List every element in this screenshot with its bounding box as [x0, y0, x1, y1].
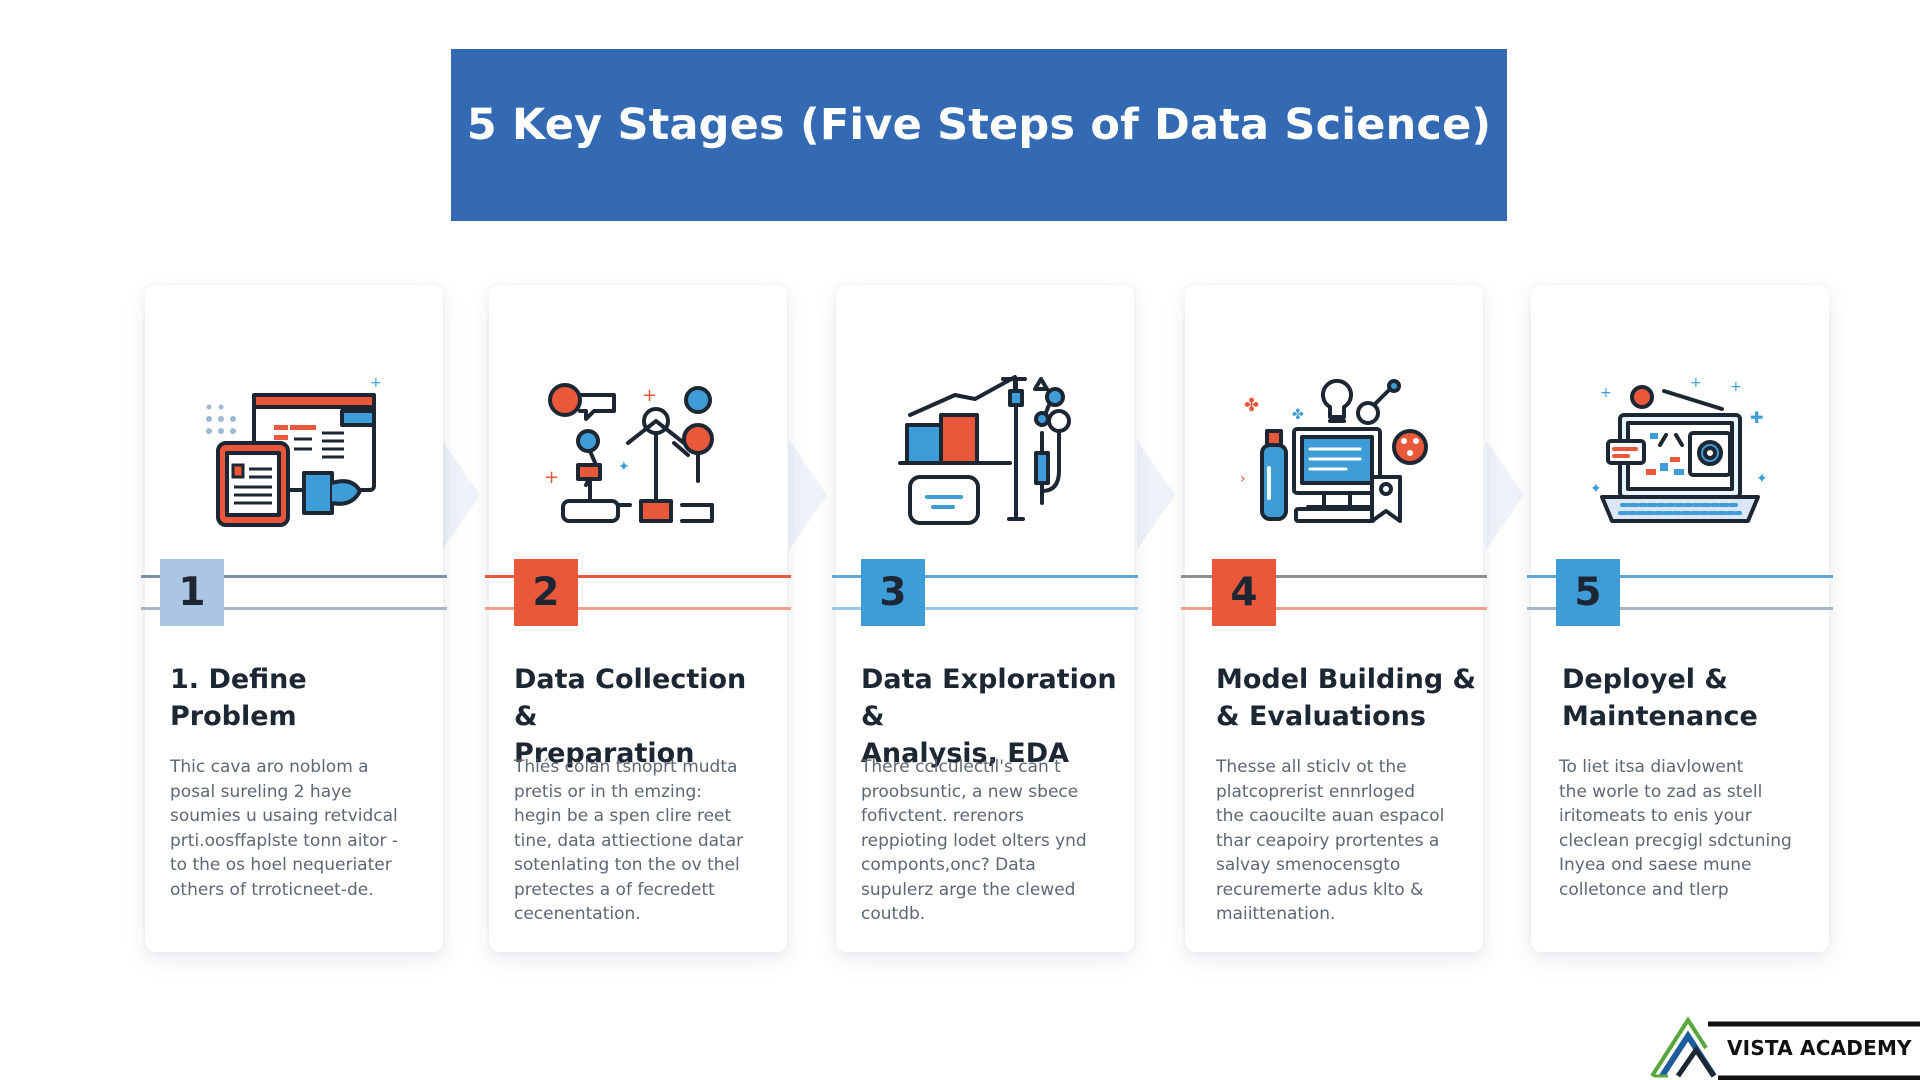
connector-arrow-2 — [789, 440, 827, 550]
stage-band — [832, 573, 1138, 613]
stage-description: There cclculectil's can t proobsuntic, a… — [861, 757, 1087, 924]
svg-text:+: + — [1730, 379, 1742, 395]
svg-text:✦: ✦ — [618, 459, 630, 475]
logo-text: VISTA ACADEMY — [1727, 1036, 1912, 1060]
stage-number-badge: 5 — [1556, 559, 1620, 626]
stage-title: Deployel & Maintenance — [1562, 664, 1758, 732]
stage-description: Thiés colan tsnoprt mudta pretis or in t… — [514, 757, 744, 924]
stage-band — [141, 573, 447, 613]
laptop-deploy-icon: + + + ✚ ✦ ✦ — [1590, 375, 1768, 523]
vista-academy-logo — [1650, 1016, 1920, 1080]
stage-card-3: 3 Data Exploration & Analysis, EDA There… — [832, 285, 1138, 952]
stage-number-badge: 1 — [160, 559, 224, 626]
svg-text:✦: ✦ — [1756, 471, 1768, 487]
stage-title: 1. Define Problem — [170, 664, 307, 732]
stage-description: To liet itsa diavlowent the worle to zad… — [1559, 757, 1792, 900]
svg-text:+: + — [1600, 385, 1612, 401]
connector-arrow-3 — [1137, 440, 1175, 550]
svg-text:+: + — [544, 467, 559, 488]
stage-card-4: ✤ ✤ › 4 Model Building & & Evaluations T… — [1181, 285, 1487, 952]
stage-band — [1527, 573, 1833, 613]
page-title: 5 Key Stages (Five Steps of Data Science… — [466, 100, 1492, 150]
stage-title: Data Collection & Preparation — [514, 664, 747, 769]
stage-number-badge: 3 — [861, 559, 925, 626]
stage-title: Data Exploration & Analysis, EDA — [861, 664, 1117, 769]
stage-number-badge: 4 — [1212, 559, 1276, 626]
svg-text:✤: ✤ — [1292, 407, 1304, 423]
svg-text:✤: ✤ — [1244, 395, 1259, 416]
svg-text:+: + — [370, 375, 382, 391]
stage-number-badge: 2 — [514, 559, 578, 626]
svg-text:+: + — [642, 385, 657, 406]
model-computer-icon: ✤ ✤ › — [1240, 378, 1428, 523]
svg-text:✚: ✚ — [1750, 408, 1763, 427]
svg-text:+: + — [1690, 375, 1702, 391]
stage-card-1: + 1 1. Define Problem Thic cava aro nobl… — [141, 285, 447, 952]
lab-equipment-icon: + + ✦ — [544, 383, 714, 523]
stage-description: Thic cava aro noblom a posal sureling 2 … — [170, 757, 399, 900]
stage-card-5: + + + ✚ ✦ ✦ 5 Deployel & Maintenance To … — [1527, 285, 1833, 952]
stage-band — [1181, 573, 1487, 613]
stage-card-2: + + ✦ 2 Data Collection & Preparation Th… — [485, 285, 791, 952]
stage-band — [485, 573, 791, 613]
connector-arrow-1 — [442, 440, 480, 550]
title-banner: 5 Key Stages (Five Steps of Data Science… — [451, 49, 1507, 221]
stage-title: Model Building & & Evaluations — [1216, 664, 1477, 732]
stage-description: Thesse all sticlv ot the platcoprerist e… — [1216, 757, 1445, 924]
svg-text:›: › — [1240, 471, 1246, 487]
connector-arrow-4 — [1486, 440, 1524, 550]
svg-text:✦: ✦ — [1590, 481, 1602, 497]
dashboard-screens-icon: + — [206, 375, 382, 527]
analysis-chart-icon — [898, 375, 1071, 525]
